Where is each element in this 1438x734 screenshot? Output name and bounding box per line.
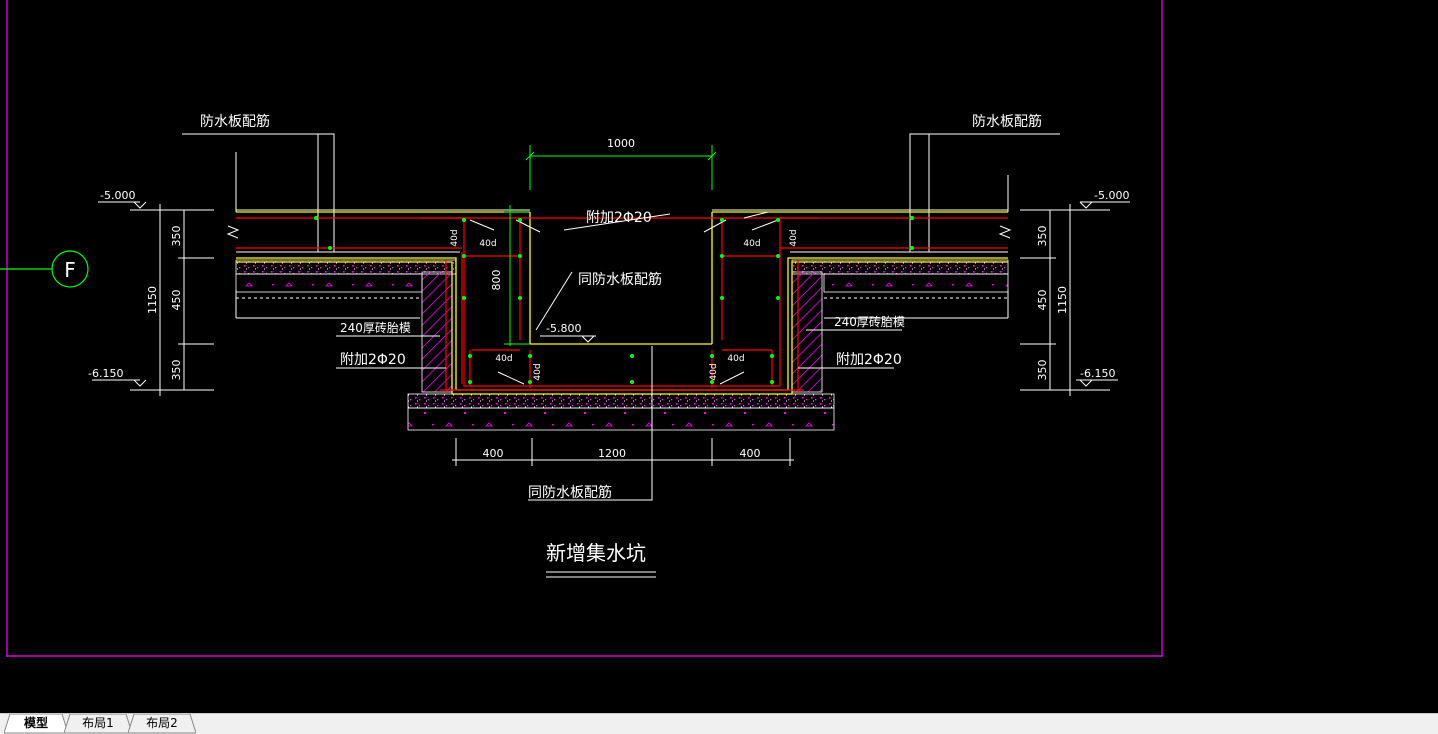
pit-bottom-elev-mark [581, 335, 595, 343]
dim-bottom-right: 400 [740, 447, 761, 460]
brick-label-right: 240厚砖胎模 [834, 314, 905, 329]
anchor-label: 40d [709, 363, 719, 380]
dim-right-seg3: 350 [1036, 360, 1049, 381]
elevation-bottom-left: -6.150 [88, 367, 123, 380]
dimension-opening [525, 145, 717, 190]
pit-base-lower [407, 407, 835, 431]
anchor-label: 40d [495, 354, 512, 364]
brick-wall-right [791, 271, 823, 393]
dim-right-seg2: 450 [1036, 290, 1049, 311]
dim-left-seg1: 350 [170, 226, 183, 247]
dim-bottom-left: 400 [483, 447, 504, 460]
anchor-labels: 40d 40d 40d 40d 40d 40d 40d 40d [450, 229, 799, 380]
leader-waterproof-bottom [528, 346, 653, 501]
waterproof-label-mid: 同防水板配筋 [578, 271, 662, 288]
anchor-label: 40d [727, 354, 744, 364]
brick-wall-left [421, 271, 453, 393]
added-rebar-label-right: 附加2Φ20 [836, 352, 902, 368]
tab-label: 布局2 [146, 716, 178, 730]
dim-right-seg1: 350 [1036, 226, 1049, 247]
anchor-label: 40d [789, 229, 799, 246]
anchor-label: 40d [450, 229, 460, 246]
leader-top-left [182, 133, 335, 252]
dim-bottom-mid: 1200 [598, 447, 626, 460]
dimension-right-vertical [1020, 201, 1130, 396]
leader-added-rebar-top [563, 213, 671, 231]
dimension-pit-depth-value: 800 [490, 270, 503, 291]
elevation-bottom-right: -6.150 [1080, 367, 1115, 380]
grid-bubble-label: F [64, 258, 76, 282]
added-rebar-label-top: 附加2Φ20 [586, 210, 652, 226]
drawing-title: 新增集水坑 [546, 541, 646, 565]
elevation-top-left: -5.000 [100, 189, 135, 202]
anchor-label: 40d [743, 239, 760, 249]
waterproof-label-right: 防水板配筋 [972, 113, 1042, 130]
dim-left-seg3: 350 [170, 360, 183, 381]
layout-tab-bar: 模型 布局1 布局2 [0, 713, 1438, 734]
tab-layout1[interactable]: 布局1 [64, 714, 132, 734]
dim-left-total: 1150 [146, 286, 159, 314]
cad-drawing-canvas[interactable]: F 防水板配筋 防水板配筋 [0, 0, 1438, 713]
brick-label-left: 240厚砖胎模 [340, 320, 411, 335]
dimension-opening-value: 1000 [607, 137, 635, 150]
elevation-pit-bottom: -5.800 [546, 322, 581, 335]
dimension-pit-depth [504, 205, 530, 346]
tab-model[interactable]: 模型 [4, 714, 68, 734]
tab-label: 模型 [23, 716, 48, 730]
leader-top-right [909, 133, 1060, 252]
rebar-dots [314, 216, 914, 384]
dim-left-seg2: 450 [170, 290, 183, 311]
grid-bubble[interactable] [51, 250, 89, 288]
slab-outline [235, 209, 1009, 319]
dimension-bottom [452, 438, 794, 466]
anchor-label: 40d [479, 239, 496, 249]
pit-base-bedding [407, 393, 835, 409]
tab-label: 布局1 [82, 716, 114, 730]
dim-right-total: 1150 [1056, 286, 1069, 314]
added-rebar-diagonals [469, 211, 779, 385]
bedding-right-lower [823, 273, 1009, 293]
added-rebar-label-left: 附加2Φ20 [340, 352, 406, 368]
break-mark-left [226, 225, 240, 239]
elevation-top-right: -5.000 [1094, 189, 1129, 202]
anchor-label: 40d [533, 363, 543, 380]
waterproof-label-bottom: 同防水板配筋 [528, 484, 612, 501]
bedding-left-lower [235, 273, 423, 293]
leader-waterproof-mid [535, 271, 573, 331]
dimension-left-vertical [92, 201, 214, 396]
tab-layout2[interactable]: 布局2 [128, 714, 196, 734]
break-mark-right [998, 225, 1012, 239]
rebar-lines [236, 217, 1008, 392]
waterproof-label-left: 防水板配筋 [200, 113, 270, 130]
